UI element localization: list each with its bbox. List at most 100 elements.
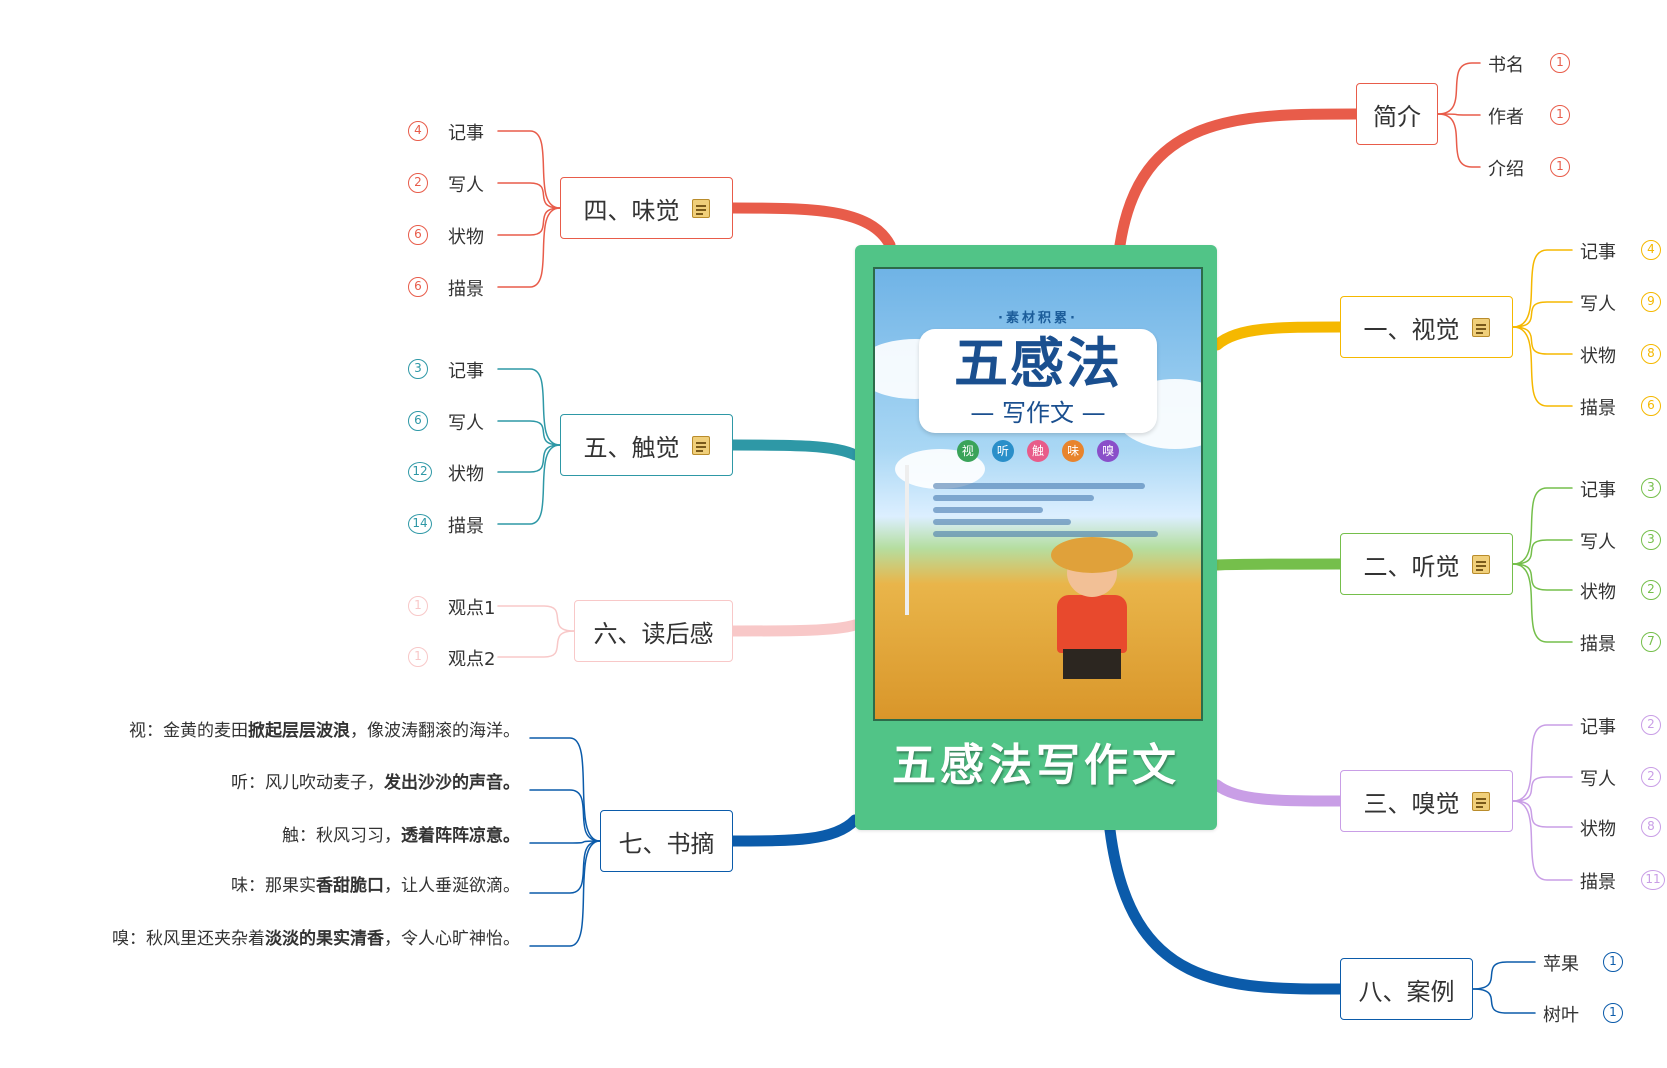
branch-connector-intro (1114, 108, 1362, 251)
quote-highlight: 透着阵阵凉意。 (401, 826, 520, 846)
count-badge: 12 (408, 462, 432, 482)
quote-highlight: 发出沙沙的声音。 (384, 773, 520, 793)
topic-intro[interactable]: 简介 (1356, 83, 1438, 145)
leaf-topic[interactable]: 描景 (448, 279, 484, 300)
topic-cases[interactable]: 八、案例 (1340, 958, 1473, 1020)
count-badge: 6 (1641, 396, 1661, 416)
branch-connector-smell (1211, 779, 1346, 807)
leaf-topic[interactable]: 写人 (448, 175, 484, 196)
count-badge: 1 (1550, 53, 1570, 73)
leaf-topic[interactable]: 介绍 (1488, 159, 1524, 180)
leaf-topic[interactable]: 状物 (448, 227, 484, 248)
leaf-topic[interactable]: 描景 (1580, 872, 1616, 893)
leaf-topic[interactable]: 状物 (1580, 819, 1616, 840)
topic-sight[interactable]: 一、视觉 (1340, 296, 1513, 358)
note-icon[interactable] (1471, 791, 1490, 811)
count-badge: 14 (408, 514, 432, 534)
branch-connector-cases (1104, 824, 1346, 995)
leaf-connector (1472, 988, 1536, 1014)
quote-text: ，像波涛翻滚的海洋。 (350, 721, 520, 741)
leaf-topic[interactable]: 记事 (1580, 480, 1616, 501)
quote-text: 味：那果实 (231, 876, 316, 896)
leaf-topic[interactable]: 写人 (1580, 769, 1616, 790)
leaf-topic[interactable]: 描景 (448, 516, 484, 537)
leaf-topic[interactable]: 描景 (1580, 634, 1616, 655)
quote-text: 触：秋风习习， (282, 826, 401, 846)
excerpt-quote[interactable]: 触：秋风习习，透着阵阵凉意。 (282, 821, 520, 846)
leaf-topic[interactable]: 观点1 (448, 598, 496, 619)
leaf-topic[interactable]: 状物 (448, 464, 484, 485)
topic-touch[interactable]: 五、触觉 (560, 414, 733, 476)
topic-hearing[interactable]: 二、听觉 (1340, 533, 1513, 595)
topic-label: 二、听觉 (1363, 552, 1460, 581)
topic-review[interactable]: 六、读后感 (574, 600, 733, 662)
count-badge: 2 (1641, 580, 1661, 600)
leaf-topic[interactable]: 描景 (1580, 398, 1616, 419)
quote-text: ，让人垂涎欲滴。 (384, 876, 520, 896)
leaf-topic[interactable]: 写人 (1580, 532, 1616, 553)
note-icon[interactable] (1471, 317, 1490, 337)
leaf-topic[interactable]: 记事 (448, 123, 484, 144)
topic-smell[interactable]: 三、嗅觉 (1340, 770, 1513, 832)
sense-badge: 触 (1027, 440, 1049, 462)
leaf-connector (1512, 563, 1573, 643)
excerpt-quote[interactable]: 嗅：秋风里还夹杂着淡淡的果实清香，令人心旷神怡。 (112, 924, 520, 949)
note-icon[interactable] (691, 435, 710, 455)
leaf-connector (1512, 326, 1573, 355)
leaf-topic[interactable]: 记事 (1580, 717, 1616, 738)
leaf-connector (529, 840, 601, 947)
leaf-topic[interactable]: 观点2 (448, 649, 496, 670)
leaf-connector (1512, 800, 1573, 828)
leaf-topic[interactable]: 作者 (1488, 107, 1524, 128)
leaf-topic[interactable]: 状物 (1580, 582, 1616, 603)
count-badge: 6 (408, 411, 428, 431)
excerpt-quote[interactable]: 味：那果实香甜脆口，让人垂涎欲滴。 (231, 871, 520, 896)
count-badge: 9 (1641, 292, 1661, 312)
branch-connector-excerpt (727, 814, 861, 847)
leaf-connector (1437, 113, 1481, 168)
branch-connector-taste (727, 202, 896, 251)
leaf-connector (1512, 724, 1573, 802)
leaf-topic[interactable]: 写人 (448, 413, 484, 434)
quote-highlight: 掀起层层波浪 (248, 721, 350, 741)
note-icon[interactable] (1471, 554, 1490, 574)
count-badge: 2 (1641, 767, 1661, 787)
quote-text: 听：风儿吹动麦子， (231, 773, 384, 793)
central-topic[interactable]: ·素材积累· 五感法 — 写作文 — 视 听 触 味 嗅 五感法写作文 (855, 245, 1217, 830)
note-icon[interactable] (691, 198, 710, 218)
excerpt-quote[interactable]: 听：风儿吹动麦子，发出沙沙的声音。 (231, 768, 520, 793)
leaf-connector (497, 130, 561, 209)
leaf-topic[interactable]: 苹果 (1543, 954, 1579, 975)
count-badge: 11 (1641, 870, 1665, 890)
leaf-connector (1512, 776, 1573, 802)
leaf-connector (1512, 487, 1573, 565)
leaf-topic[interactable]: 记事 (448, 361, 484, 382)
topic-label: 四、味觉 (583, 196, 680, 225)
leaf-connector (497, 207, 561, 236)
topic-label: 简介 (1373, 102, 1421, 131)
branch-connector-sight (1211, 321, 1346, 351)
count-badge: 8 (1641, 344, 1661, 364)
topic-excerpt[interactable]: 七、书摘 (600, 810, 733, 872)
quote-text: 视：金黄的麦田 (129, 721, 248, 741)
book-cover-image: ·素材积累· 五感法 — 写作文 — 视 听 触 味 嗅 (873, 267, 1203, 721)
count-badge: 3 (1641, 530, 1661, 550)
leaf-connector (1472, 961, 1536, 990)
quote-highlight: 香甜脆口 (316, 876, 384, 896)
topic-taste[interactable]: 四、味觉 (560, 177, 733, 239)
leaf-connector (497, 605, 575, 632)
excerpt-quote[interactable]: 视：金黄的麦田掀起层层波浪，像波涛翻滚的海洋。 (129, 716, 520, 741)
leaf-topic[interactable]: 记事 (1580, 242, 1616, 263)
leaf-topic[interactable]: 树叶 (1543, 1005, 1579, 1026)
leaf-connector (1512, 301, 1573, 328)
leaf-connector (497, 207, 561, 288)
leaf-topic[interactable]: 书名 (1488, 55, 1524, 76)
leaf-topic[interactable]: 状物 (1580, 346, 1616, 367)
leaf-topic[interactable]: 写人 (1580, 294, 1616, 315)
leaf-connector (497, 182, 561, 209)
leaf-connector (1512, 326, 1573, 407)
count-badge: 1 (408, 596, 428, 616)
topic-label: 一、视觉 (1363, 315, 1460, 344)
windmill-shape (905, 465, 909, 615)
topic-label: 七、书摘 (618, 829, 715, 858)
